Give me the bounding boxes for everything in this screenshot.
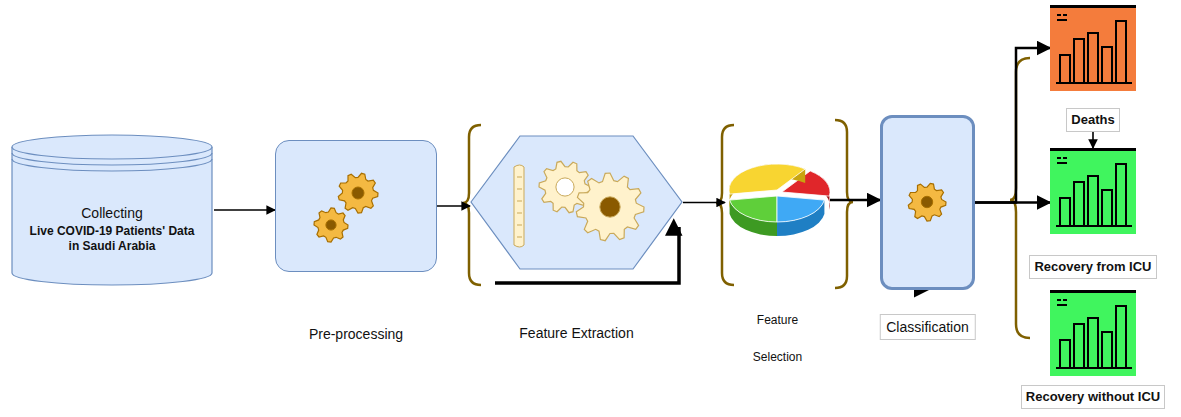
chart-bar <box>1102 47 1112 83</box>
chart-bar <box>1116 164 1126 226</box>
group-bracket <box>835 120 853 288</box>
chart-topbar <box>1050 290 1136 293</box>
chart-bar <box>1074 182 1084 226</box>
outcome-chart: Recovery from ICU <box>1008 148 1178 276</box>
pie-chart-icon <box>725 150 830 250</box>
chart-bar <box>1116 306 1126 368</box>
pie-side <box>729 164 805 208</box>
chart-bar <box>1088 33 1098 83</box>
flow-arrow <box>975 201 1050 204</box>
flow-arrow <box>975 48 1050 203</box>
chart-bar <box>1102 190 1112 226</box>
chart-bar <box>1074 39 1084 83</box>
gear-icon <box>883 118 972 287</box>
gear-icon <box>314 208 348 242</box>
chart-bar <box>1088 176 1098 226</box>
bar-chart-icon <box>1050 5 1136 91</box>
bar-chart-icon <box>1050 290 1136 376</box>
pie-slice <box>730 196 777 222</box>
database-cylinder: CollectingLive COVID-19 Patients' Data i… <box>10 133 214 287</box>
chart-baseline <box>1056 225 1132 227</box>
gear-hole <box>352 187 364 199</box>
bar-chart-icon <box>1050 148 1136 234</box>
stage-label: Pre-processing <box>309 325 403 343</box>
stage-label: Feature Selection <box>740 302 816 376</box>
outcome-label: Recovery from ICU <box>1029 255 1156 279</box>
flow-arrow <box>1092 130 1094 148</box>
gear-icon <box>338 173 378 213</box>
outcome-label: Deaths <box>1066 108 1119 132</box>
chart-bar <box>1074 324 1084 368</box>
flow-arrow <box>214 209 275 211</box>
chart-bar <box>1060 340 1070 368</box>
chart-bar <box>1060 198 1070 226</box>
chart-bar <box>1088 318 1098 368</box>
node-heading: Collecting <box>24 205 200 222</box>
pie-slice <box>729 164 805 194</box>
hexagon-outline <box>470 135 683 270</box>
gear-icon <box>576 173 644 241</box>
flow-arrow <box>437 205 470 207</box>
flow-arrow <box>830 199 880 202</box>
classifier-box: Classification <box>880 115 975 290</box>
gear-icon <box>908 183 946 221</box>
flow-arrow <box>683 202 725 204</box>
chart-topbar <box>1050 5 1136 8</box>
outcome-chart: Deaths <box>1008 5 1178 130</box>
outcome-label: Recovery without ICU <box>1021 385 1165 409</box>
chart-bar <box>1060 55 1070 83</box>
stage-label: Classification <box>879 314 975 340</box>
stage-label: Feature Extraction <box>519 324 633 342</box>
outcome-chart: Recovery without ICU <box>1008 290 1178 414</box>
chart-topbar <box>1050 148 1136 151</box>
gear-hole <box>921 196 932 207</box>
gear-hole <box>600 197 620 217</box>
chart-panel <box>1050 5 1136 91</box>
chart-bar <box>1102 332 1112 368</box>
gear-hole <box>556 178 574 196</box>
output-bracket <box>1010 58 1030 338</box>
cylinder-text: CollectingLive COVID-19 Patients' Data i… <box>24 205 200 254</box>
gears-icon <box>276 141 436 271</box>
node-body: Live COVID-19 Patients' Data in Saudi Ar… <box>24 224 200 254</box>
feature-selection-pie: Feature Selection <box>725 150 830 250</box>
chart-bar <box>1116 21 1126 83</box>
extraction-hexagon: Feature Extraction <box>470 135 683 270</box>
chart-panel <box>1050 148 1136 234</box>
chart-panel <box>1050 290 1136 376</box>
process-box: Pre-processing <box>275 140 437 272</box>
pie-slice <box>777 196 824 222</box>
chart-baseline <box>1056 367 1132 369</box>
chart-baseline <box>1056 82 1132 84</box>
gear-hole <box>326 220 336 230</box>
